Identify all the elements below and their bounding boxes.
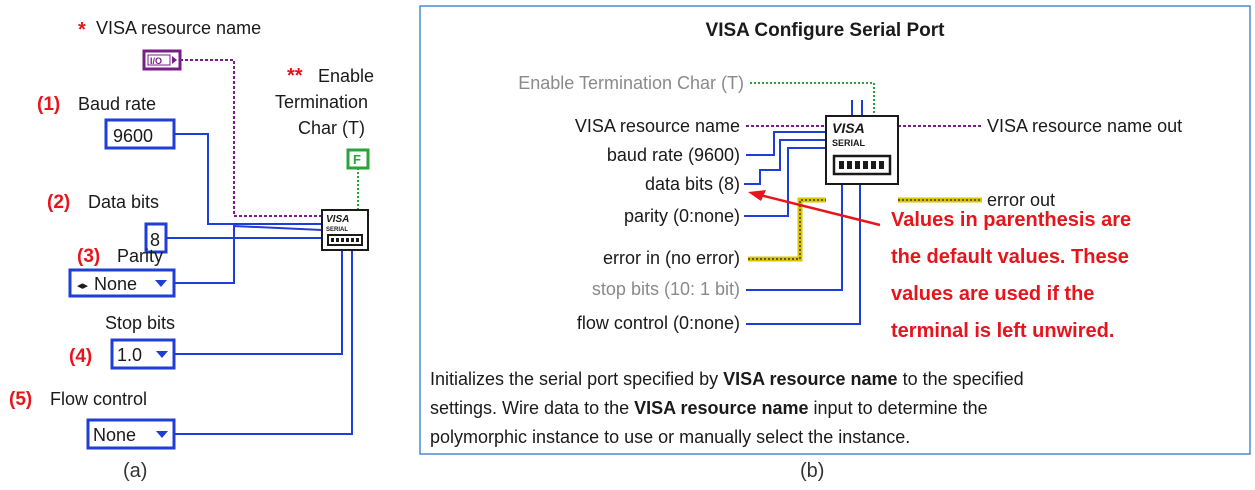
enable-label-line2: Termination	[275, 92, 368, 112]
caption-a: (a)	[123, 460, 147, 482]
io-arrow-icon	[172, 56, 177, 64]
term-error-in: error in (no error)	[603, 248, 740, 268]
step-number-1: (1)	[37, 94, 60, 115]
node-serial-text: SERIAL	[326, 227, 348, 233]
out-error: error out	[987, 190, 1055, 210]
term-baud-rate: baud rate (9600)	[607, 145, 740, 165]
chevron-down-icon	[155, 280, 167, 287]
description-line-2: settings. Wire data to the VISA resource…	[430, 398, 988, 418]
note-line-1: Values in parenthesis are	[891, 209, 1131, 231]
step-number-3: (3)	[77, 246, 100, 267]
note-line-3: values are used if the	[891, 283, 1094, 305]
stop-bits-dropdown[interactable]: 1.0	[110, 338, 176, 370]
step-number-5: (5)	[9, 389, 32, 410]
arrow-head-icon	[748, 190, 766, 201]
baud-rate-value: 9600	[113, 126, 153, 146]
flow-control-value: None	[93, 425, 136, 445]
visa-serial-node-b[interactable]: VISA SERIAL	[825, 115, 899, 185]
node-visa-text: VISA	[326, 214, 349, 225]
parity-dropdown[interactable]: ◂▸ None	[68, 268, 176, 298]
parity-label: Parity	[117, 246, 163, 266]
panel-b: VISA Configure Serial Port Enable Termin…	[419, 5, 1251, 482]
node-visa-text: VISA	[832, 120, 865, 136]
description-line-1: Initializes the serial port specified by…	[430, 369, 1024, 389]
false-constant-text: F	[353, 152, 361, 167]
wires-a	[166, 59, 359, 435]
chevron-down-icon	[156, 431, 168, 438]
description-line-3: polymorphic instance to use or manually …	[430, 427, 910, 447]
required-marker: *	[78, 19, 86, 41]
visa-serial-node-a[interactable]: VISA SERIAL	[321, 209, 369, 251]
serial-pins-icon	[331, 238, 359, 242]
flow-control-label: Flow control	[50, 389, 147, 409]
note-line-4: terminal is left unwired.	[891, 320, 1114, 342]
baud-rate-label: Baud rate	[78, 94, 156, 114]
enable-termination-constant[interactable]: F	[346, 148, 370, 170]
data-bits-control[interactable]: 8	[144, 222, 168, 254]
term-stop-bits: stop bits (10: 1 bit)	[592, 279, 740, 299]
term-flow-control: flow control (0:none)	[577, 313, 740, 333]
caption-b: (b)	[800, 460, 824, 482]
term-visa-resource-name: VISA resource name	[575, 116, 740, 136]
node-serial-text: SERIAL	[832, 138, 866, 148]
note-line-2: the default values. These	[891, 246, 1129, 268]
serial-pins-icon	[839, 161, 884, 169]
term-parity: parity (0:none)	[624, 206, 740, 226]
parity-value: None	[94, 274, 137, 294]
data-bits-label: Data bits	[88, 192, 159, 212]
visa-resource-control[interactable]: I/O	[142, 49, 182, 71]
visa-resource-name-label: VISA resource name	[96, 18, 261, 38]
ring-arrows-icon: ◂▸	[77, 280, 89, 292]
step-number-4: (4)	[69, 346, 92, 367]
baud-rate-control[interactable]: 9600	[104, 118, 176, 150]
panel-a: * VISA resource name I/O ** Enable Termi…	[9, 18, 374, 482]
enable-label-line3: Char (T)	[298, 118, 365, 138]
stop-bits-value: 1.0	[117, 345, 142, 365]
annotation-arrow	[748, 190, 881, 227]
wires-b	[744, 82, 982, 325]
serial-port-icon	[327, 234, 363, 246]
step-number-2: (2)	[47, 192, 70, 213]
flow-control-dropdown[interactable]: None	[86, 418, 176, 450]
serial-port-icon	[832, 154, 892, 176]
io-label: I/O	[150, 56, 162, 66]
out-visa-resource-name: VISA resource name out	[987, 116, 1182, 136]
optional-marker: **	[287, 65, 303, 87]
help-window-frame	[419, 5, 1251, 455]
stop-bits-label: Stop bits	[105, 313, 175, 333]
chevron-down-icon	[156, 351, 168, 358]
data-bits-value: 8	[150, 230, 160, 250]
term-data-bits: data bits (8)	[645, 174, 740, 194]
enable-label-line1: Enable	[318, 66, 374, 86]
help-title: VISA Configure Serial Port	[706, 20, 946, 41]
term-enable-termination: Enable Termination Char (T)	[518, 73, 744, 93]
